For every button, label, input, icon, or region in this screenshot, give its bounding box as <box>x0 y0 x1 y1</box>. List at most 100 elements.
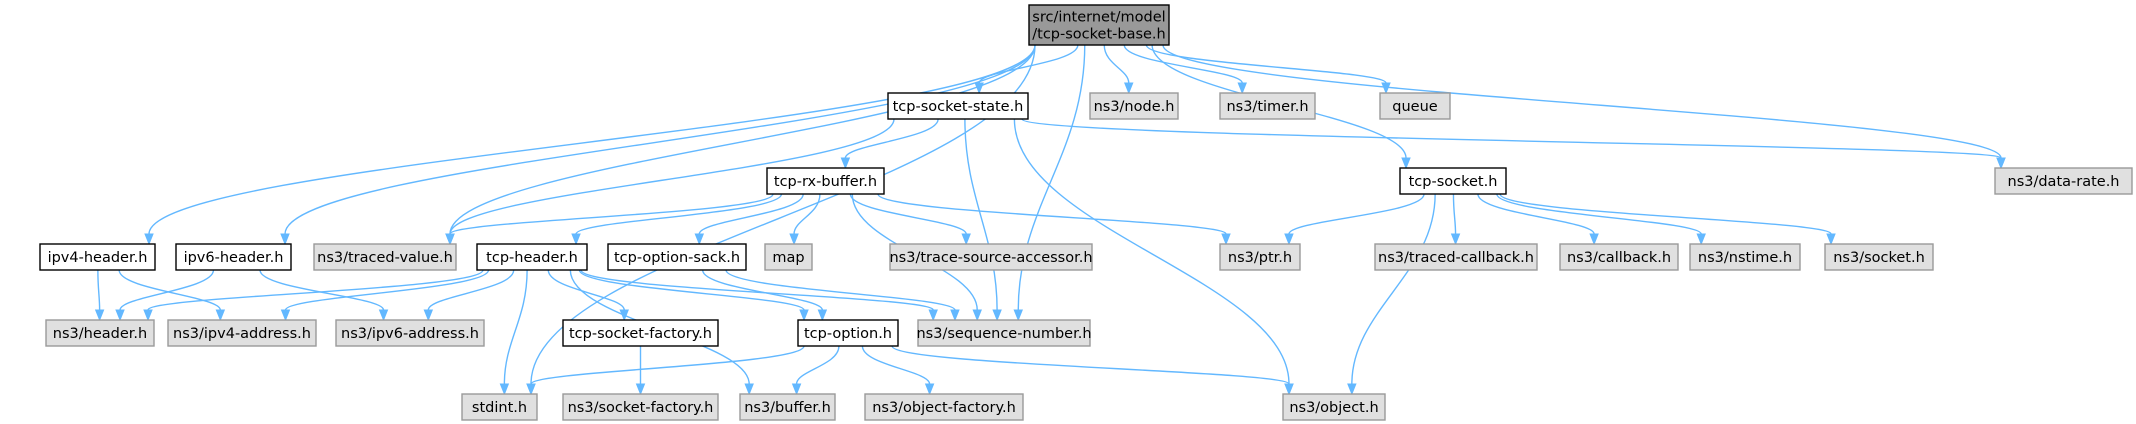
node-label: ns3/sequence-number.h <box>916 326 1091 342</box>
edge-line <box>1477 193 1595 235</box>
arrowhead <box>1124 82 1134 95</box>
node-object-factory: ns3/object-factory.h <box>864 393 1024 421</box>
arrowhead <box>423 309 434 322</box>
node-tcp-rx-buffer[interactable]: tcp-rx-buffer.h <box>766 167 885 195</box>
node-buffer-h: ns3/buffer.h <box>739 393 836 421</box>
node-node-h: ns3/node.h <box>1089 92 1179 120</box>
arrowhead <box>280 233 290 246</box>
edge-tcp-socket-to-nstime-h <box>1496 193 1706 246</box>
edge-line <box>795 345 840 385</box>
edge-tcp-option-to-stdint-h <box>526 345 805 396</box>
edge-line <box>97 269 101 311</box>
node-label: ns3/nstime.h <box>1698 250 1792 266</box>
edge-tcp-option-to-object-factory <box>861 345 935 396</box>
edge-root-to-sequence-number <box>1013 44 1086 322</box>
node-box <box>1824 243 1934 271</box>
arrowhead <box>143 309 153 322</box>
edge-line <box>978 44 1079 84</box>
edge-tcp-socket-state-to-tcp-rx-buffer <box>840 118 939 170</box>
node-box <box>1282 393 1386 421</box>
node-tcp-option-sack[interactable]: tcp-option-sack.h <box>607 243 747 271</box>
arrowhead <box>1237 82 1247 95</box>
edge-line <box>580 269 934 311</box>
node-ipv6-header[interactable]: ipv6-header.h <box>175 243 292 271</box>
edge-line <box>449 118 895 235</box>
node-label: ipv4-header.h <box>48 250 148 266</box>
arrowhead <box>1284 383 1294 396</box>
node-traced-value: ns3/traced-value.h <box>313 243 457 271</box>
arrowhead <box>1013 309 1023 322</box>
edge-line <box>849 193 967 235</box>
edge-line <box>964 118 998 311</box>
edge-line <box>1496 193 1702 235</box>
node-object-h: ns3/object.h <box>1282 393 1386 421</box>
node-box <box>917 319 1091 347</box>
node-box <box>1559 243 1679 271</box>
edge-tcp-socket-to-callback-h <box>1477 193 1599 246</box>
node-box <box>739 393 836 421</box>
node-root[interactable]: src/internet/model/tcp-socket-base.h <box>1028 4 1170 46</box>
node-tcp-option[interactable]: tcp-option.h <box>797 319 899 347</box>
node-label: tcp-option-sack.h <box>614 250 740 266</box>
arrowhead <box>144 233 154 246</box>
edge-line <box>1103 44 1130 84</box>
arrowhead <box>972 309 982 322</box>
edge-line <box>1021 118 2002 159</box>
edge-line <box>148 44 1036 235</box>
arrowhead <box>992 309 1002 322</box>
node-socket-h: ns3/socket.h <box>1824 243 1934 271</box>
edge-line <box>530 345 805 385</box>
node-label: ns3/data-rate.h <box>2008 174 2120 190</box>
node-box <box>1219 92 1316 120</box>
node-box <box>797 319 899 347</box>
arrowhead <box>499 383 510 396</box>
edge-line <box>259 269 385 311</box>
arrowhead <box>635 383 646 396</box>
node-box <box>562 393 719 421</box>
edge-root-to-ipv6-header <box>280 44 1036 246</box>
arrowhead <box>526 383 536 396</box>
node-box <box>1994 167 2133 195</box>
arrowhead <box>840 157 851 170</box>
node-label: ns3/traced-value.h <box>317 250 453 266</box>
arrowhead <box>1347 383 1357 396</box>
node-label: ns3/traced-callback.h <box>1378 250 1534 266</box>
edge-tcp-rx-buffer-to-ptr-h <box>877 193 1231 246</box>
edge-line <box>1013 118 1290 385</box>
edge-line <box>1123 44 1243 84</box>
node-box <box>461 393 538 421</box>
node-box <box>313 243 457 271</box>
arrowhead <box>961 233 971 246</box>
node-box <box>1399 167 1507 195</box>
edge-line <box>877 193 1227 235</box>
edge-line <box>284 269 490 311</box>
node-tcp-socket[interactable]: tcp-socket.h <box>1399 167 1507 195</box>
edge-root-to-tcp-socket-state <box>974 44 1079 95</box>
edge-root-to-traced-value <box>445 44 1036 246</box>
node-box <box>1028 4 1170 46</box>
edge-ipv4-header-to-ipv4-address <box>118 269 226 322</box>
edge-tcp-header-to-tcp-socket-factory <box>547 269 629 322</box>
edge-line <box>1017 44 1086 311</box>
edge-tcp-option-sack-to-tcp-option <box>701 269 828 322</box>
edge-tcp-socket-to-ptr-h <box>1284 193 1425 246</box>
edge-tcp-rx-buffer-to-traced-value <box>445 193 774 246</box>
node-tcp-socket-factory[interactable]: tcp-socket-factory.h <box>562 319 719 347</box>
arrowhead <box>924 383 935 396</box>
node-label: tcp-socket-state.h <box>893 99 1024 115</box>
node-layer: src/internet/model/tcp-socket-base.h tcp-… <box>39 4 2133 421</box>
edge-line <box>575 193 783 235</box>
edge-line <box>1351 193 1436 385</box>
node-tcp-socket-state[interactable]: tcp-socket-state.h <box>887 92 1029 120</box>
node-label: ns3/buffer.h <box>744 400 831 416</box>
node-ipv4-header[interactable]: ipv4-header.h <box>39 243 156 271</box>
edge-line <box>861 345 931 385</box>
node-label: queue <box>1392 99 1438 115</box>
arrowhead <box>94 309 105 322</box>
node-label: ns3/callback.h <box>1567 250 1671 266</box>
edge-line <box>503 269 528 385</box>
edge-tcp-header-to-ipv4-address <box>280 269 490 322</box>
edge-layer <box>94 44 2006 396</box>
node-tcp-header[interactable]: tcp-header.h <box>476 243 588 271</box>
edge-tcp-rx-buffer-to-map <box>789 193 821 246</box>
